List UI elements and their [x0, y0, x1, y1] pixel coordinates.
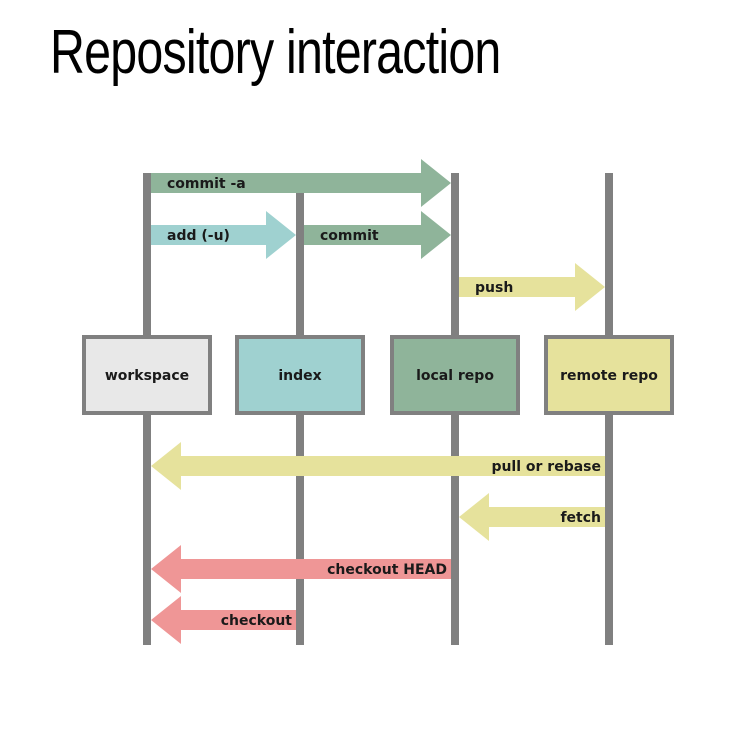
arrow-label-commit-a: commit -a — [167, 176, 246, 192]
box-label-workspace: workspace — [105, 368, 189, 384]
arrow-checkout-head — [151, 545, 451, 593]
box-label-remote_repo: remote repo — [560, 368, 658, 384]
arrow-label-commit: commit — [320, 228, 379, 244]
arrow-add-u — [151, 211, 296, 259]
arrow-commit — [304, 211, 451, 259]
arrow-label-fetch: fetch — [560, 510, 601, 526]
arrow-pull-or-rebase — [151, 442, 605, 490]
page-title: Repository interaction — [50, 18, 501, 87]
box-index — [235, 335, 365, 415]
arrow-label-push: push — [475, 280, 513, 296]
arrow-checkout — [151, 596, 296, 644]
arrow-label-checkout: checkout — [221, 613, 293, 629]
lane-boxes: workspace index local repo remote repo — [82, 335, 674, 415]
lane-line-index — [296, 193, 304, 645]
arrows: commit -a add (-u) commit push pull or rebas… — [151, 159, 605, 644]
box-label-local_repo: local repo — [416, 368, 494, 384]
box-workspace — [82, 335, 212, 415]
arrow-fetch — [459, 493, 605, 541]
arrow-push — [459, 263, 605, 311]
box-remote_repo — [544, 335, 674, 415]
arrow-label-checkout-head: checkout HEAD — [327, 562, 447, 578]
box-label-index: index — [278, 368, 321, 384]
box-local_repo — [390, 335, 520, 415]
arrow-commit-a — [151, 159, 451, 207]
arrow-label-add-u: add (-u) — [167, 228, 230, 244]
arrow-label-pull-or-rebase: pull or rebase — [491, 459, 601, 475]
